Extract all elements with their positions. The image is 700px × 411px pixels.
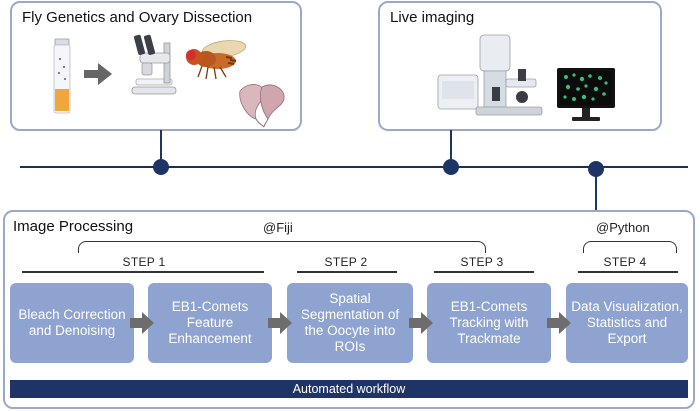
- microscope-icon: [131, 34, 177, 95]
- fiji-label: @Fiji: [263, 220, 293, 235]
- fly-genetics-panel: Fly Genetics and Ovary Dissection: [10, 1, 302, 131]
- image-processing-title: Image Processing: [13, 218, 134, 235]
- automated-workflow-bar: Automated workflow: [10, 380, 688, 398]
- arrow-icon: [547, 312, 571, 334]
- timeline-stem-python: [595, 176, 597, 212]
- step-box-feature-enhancement: EB1-Comets Feature Enhancement: [148, 283, 272, 363]
- timeline-node-fly: [153, 159, 169, 175]
- monitor-icon: [557, 68, 615, 121]
- live-imaging-panel: Live imaging: [378, 1, 662, 131]
- fiji-bracket: [78, 241, 486, 253]
- step-4-label: STEP 4: [603, 255, 647, 269]
- fly-genetics-title: Fly Genetics and Ovary Dissection: [22, 9, 253, 26]
- step-3-rule: [434, 271, 534, 273]
- step-box-tracking: EB1-Comets Tracking with Trackmate: [427, 283, 551, 363]
- timeline-stem-fly: [160, 130, 162, 166]
- fly-icon: [186, 40, 247, 80]
- timeline-stem-live: [450, 130, 452, 166]
- python-label: @Python: [596, 220, 650, 235]
- timeline-node-live: [443, 159, 459, 175]
- step-2-rule: [297, 271, 397, 273]
- step-1-label: STEP 1: [122, 255, 166, 269]
- ovary-icon: [239, 84, 285, 128]
- step-3-label: STEP 3: [460, 255, 504, 269]
- step-4-rule: [578, 271, 678, 273]
- step-box-spatial-segmentation: Spatial Segmentation of the Oocyte into …: [287, 283, 413, 363]
- timeline-line: [20, 166, 688, 168]
- step-box-data-visualization: Data Visualization, Statistics and Expor…: [566, 283, 688, 363]
- arrow-icon: [268, 312, 292, 334]
- python-bracket: [583, 241, 677, 253]
- arrow-icon: [130, 312, 154, 334]
- arrow-icon: [84, 63, 112, 85]
- arrow-icon: [409, 312, 433, 334]
- step-1-rule: [22, 271, 264, 273]
- live-imaging-title: Live imaging: [390, 9, 475, 26]
- confocal-microscope-icon: [437, 34, 543, 116]
- step-box-bleach-correction: Bleach Correction and Denoising: [10, 283, 134, 363]
- step-2-label: STEP 2: [324, 255, 368, 269]
- tube-icon: [53, 38, 71, 114]
- timeline-node-python: [588, 161, 604, 177]
